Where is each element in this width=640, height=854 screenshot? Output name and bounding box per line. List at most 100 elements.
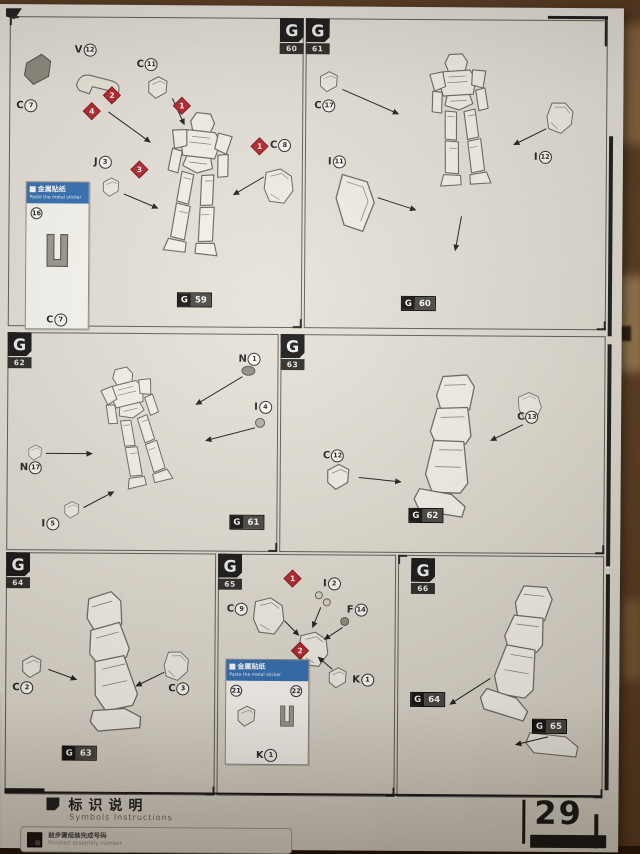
legend-section-icon — [46, 797, 59, 810]
ref-number: 60 — [414, 296, 435, 311]
sticker-title: 金属贴纸 — [37, 185, 66, 194]
step-badge: G 64 — [5, 552, 30, 589]
step-badge-number: 60 — [279, 42, 304, 55]
sticker-part-art — [276, 703, 298, 729]
part-letter: I — [533, 151, 538, 163]
step-badge-number: 63 — [280, 358, 305, 371]
sticker-number-circle: 22 — [290, 685, 303, 698]
ref-number: 61 — [243, 515, 264, 529]
part-number-circle: 3 — [98, 155, 112, 169]
part-letter: C — [226, 603, 235, 615]
part-letter: F — [346, 604, 354, 616]
assembly-badge-icon — [27, 831, 43, 847]
part-letter: C — [314, 100, 322, 112]
part-number-circle: 1 — [264, 748, 278, 762]
step-badge-letter: G — [411, 558, 435, 582]
part-number-circle: 12 — [83, 43, 97, 57]
assembly-diagram — [28, 361, 266, 519]
step-badge-number: 66 — [410, 582, 435, 595]
step-badge: G 65 — [217, 554, 242, 590]
page-curl-shadow — [0, 693, 4, 853]
part-number-circle: 17 — [322, 99, 336, 113]
sticker-title: 金属贴纸 — [237, 662, 266, 671]
sticker-number-circle: 21 — [230, 684, 243, 697]
part-letter: V — [74, 44, 83, 56]
assembly-diagram — [22, 589, 192, 735]
part-letter: K — [352, 674, 361, 686]
ref-number: 62 — [422, 508, 443, 523]
step-badge: G 60 — [279, 18, 304, 55]
sticker-part-art — [234, 703, 258, 729]
ref-letter: G — [411, 692, 425, 707]
part-letter: C — [168, 683, 176, 695]
part-number-circle: 8 — [278, 138, 292, 153]
part-number-circle: 11 — [332, 155, 346, 169]
step-badge-number: 65 — [217, 578, 242, 590]
step-badge-letter: G — [6, 552, 30, 576]
legend-note-cn: 前步骤组装完成号码 — [48, 831, 107, 840]
assembly-diagram — [326, 369, 544, 519]
part-letter: C — [517, 411, 525, 423]
part-number-circle: 4 — [258, 400, 272, 414]
part-letter: C — [136, 58, 144, 71]
legend-note: 前步骤组装完成号码 Finished assembly number — [48, 832, 122, 848]
part-number-circle: 7 — [24, 99, 38, 113]
step-badge: G 63 — [280, 334, 305, 371]
part-number-circle: 12 — [331, 449, 345, 463]
assembly-diagram — [252, 591, 350, 689]
step-badge-letter: G — [8, 332, 32, 356]
ref-letter: G — [532, 719, 547, 733]
sticker-subtitle: Paste the metal sticker — [229, 672, 281, 679]
sticker-icon — [29, 186, 36, 193]
part-letter: C — [16, 100, 24, 112]
part-letter: N — [19, 462, 29, 474]
part-letter: C — [12, 682, 20, 694]
part-number-circle: 14 — [354, 603, 368, 617]
part-number-circle: 1 — [247, 352, 261, 366]
part-letter: J — [93, 156, 98, 168]
part-letter: I — [41, 518, 46, 530]
ref-letter: G — [401, 296, 415, 310]
part-letter: I — [327, 156, 332, 168]
step-badge: G 61 — [305, 18, 330, 55]
part-number-circle: 9 — [235, 602, 249, 616]
step-badge-number: 62 — [7, 357, 32, 369]
part-letter: C — [269, 139, 278, 151]
part-number-circle: 17 — [29, 461, 43, 475]
part-letter: K — [256, 749, 264, 761]
assembly-diagram — [319, 51, 577, 252]
edge-stripe — [607, 136, 614, 337]
sticker-header: 金属贴纸 Paste the metal sticker — [226, 659, 309, 682]
part-number-circle: 7 — [54, 313, 68, 327]
ref-number: 63 — [75, 746, 96, 760]
sticker-part-art — [40, 229, 74, 271]
ref-letter: G — [177, 293, 191, 307]
part-number-circle: 3 — [176, 682, 190, 696]
part-number-circle: 13 — [525, 410, 539, 424]
